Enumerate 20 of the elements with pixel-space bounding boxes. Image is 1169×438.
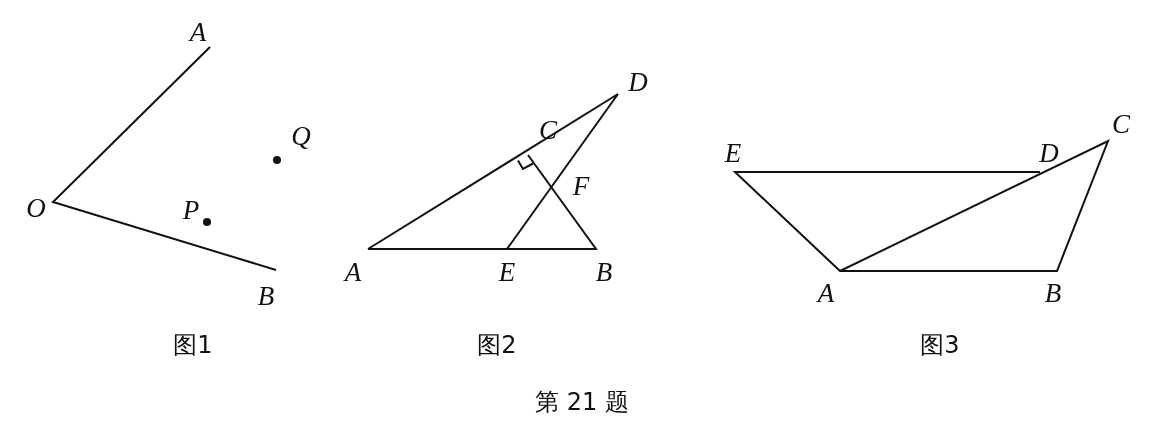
problem-caption: 第 21 题 bbox=[535, 390, 629, 414]
point-label: D bbox=[1039, 139, 1059, 167]
point-label: F bbox=[572, 172, 590, 200]
point-label: B bbox=[595, 258, 613, 286]
point-label: A bbox=[817, 279, 835, 307]
point-label: E bbox=[724, 139, 742, 167]
point-label: Q bbox=[291, 122, 311, 150]
point-label: P bbox=[182, 196, 200, 224]
point-label: E bbox=[498, 258, 516, 286]
point-label: D bbox=[628, 68, 648, 96]
point-label: O bbox=[26, 194, 46, 222]
point-label: B bbox=[257, 282, 275, 310]
point-label: C bbox=[539, 116, 557, 144]
point-label: B bbox=[1044, 279, 1062, 307]
figure-caption: 图3 bbox=[920, 333, 960, 357]
figure-caption: 图2 bbox=[477, 333, 517, 357]
point-label: A bbox=[344, 258, 362, 286]
point-label: A bbox=[189, 18, 207, 46]
figure-caption: 图1 bbox=[173, 333, 213, 357]
point-label: C bbox=[1112, 110, 1130, 138]
